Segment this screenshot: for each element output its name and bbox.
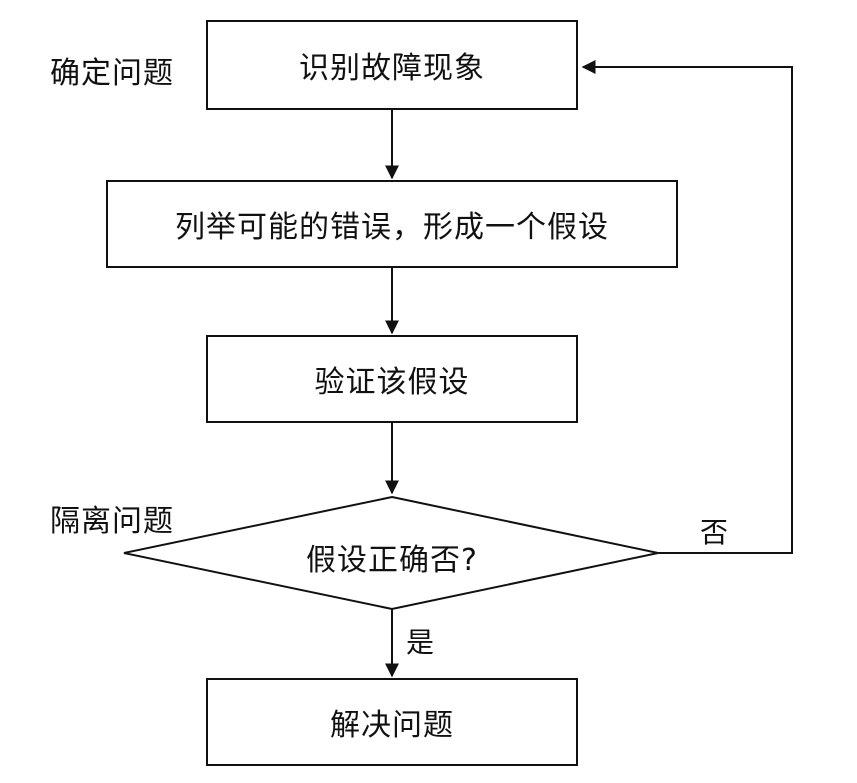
node-list-errors-label: 列举可能的错误，形成一个假设 bbox=[175, 210, 609, 245]
node-solve-problem: 解决问题 bbox=[206, 678, 578, 766]
edge-label-no: 否 bbox=[700, 516, 729, 549]
node-verify-hypothesis-label: 验证该假设 bbox=[314, 365, 470, 400]
edge-label-yes: 是 bbox=[406, 626, 435, 659]
node-identify-symptoms: 识别故障现象 bbox=[206, 20, 578, 110]
node-list-errors: 列举可能的错误，形成一个假设 bbox=[106, 180, 678, 268]
arrow-loop-back-to-step1 bbox=[581, 60, 793, 554]
stage-label-identify: 确定问题 bbox=[50, 56, 174, 91]
stage-label-isolate: 隔离问题 bbox=[50, 504, 174, 539]
node-identify-symptoms-label: 识别故障现象 bbox=[299, 51, 485, 86]
decision-label: 假设正确否? bbox=[306, 543, 478, 578]
node-solve-problem-label: 解决问题 bbox=[330, 708, 454, 743]
node-verify-hypothesis: 验证该假设 bbox=[206, 335, 578, 423]
